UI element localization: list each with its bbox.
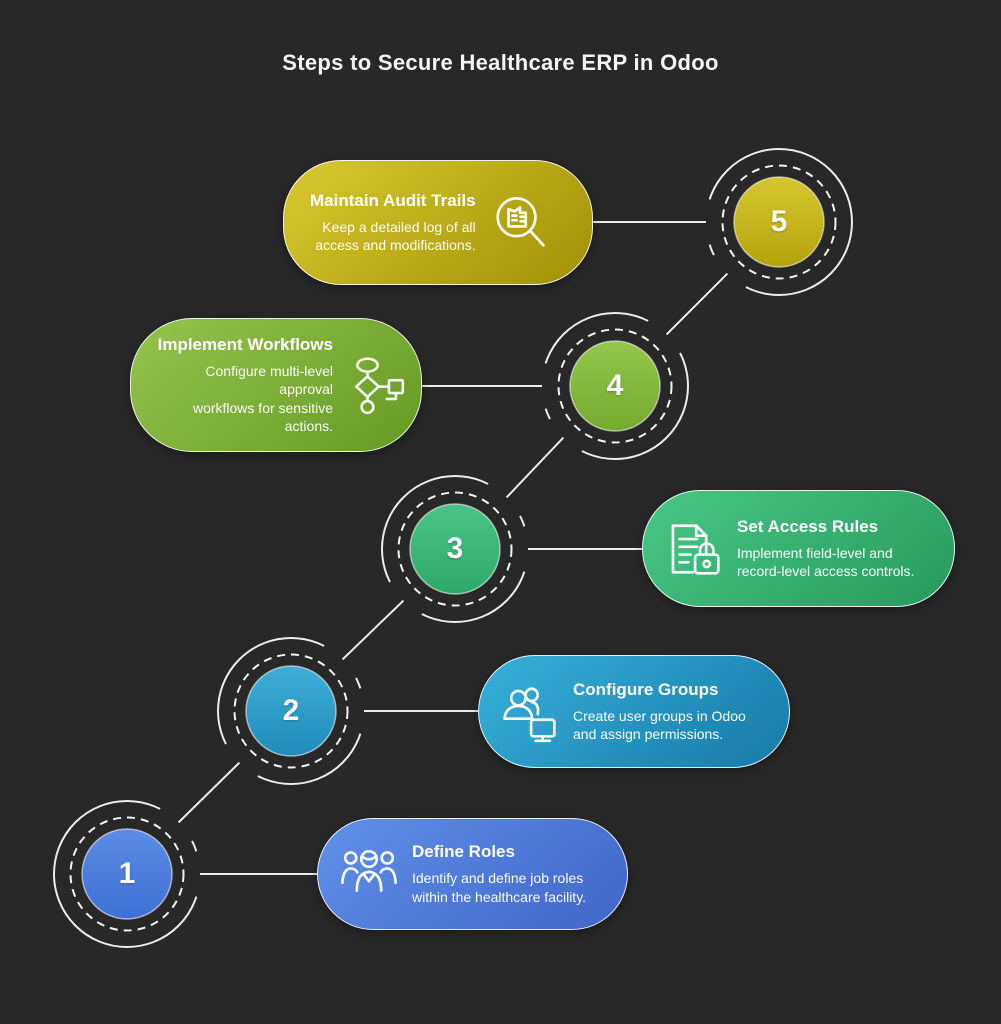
step-2-dashed-ring: [233, 653, 349, 769]
step-5-number: 5: [770, 205, 788, 238]
step-description: Identify and define job roles within the…: [412, 870, 587, 905]
step-3-number: 3: [446, 532, 464, 565]
step-card-configure-groups: Configure Groups Create user groups in O…: [478, 655, 790, 768]
team-icon: [338, 843, 400, 905]
page-title: Steps to Secure Healthcare ERP in Odoo: [282, 50, 719, 75]
step-card-maintain-audit-trails: Maintain Audit Trails Keep a detailed lo…: [283, 160, 593, 285]
step-description: Configure multi-level approval workflows…: [192, 362, 333, 434]
step-4-number: 4: [606, 369, 624, 402]
step-1-circle: [81, 828, 173, 920]
step-card-implement-workflows: Implement Workflows Configure multi-leve…: [130, 318, 422, 452]
ring-gaps: [157, 198, 749, 898]
step-1-dashed-ring: [69, 816, 185, 932]
connector-lines: [177, 221, 729, 875]
step-2-number: 2: [282, 694, 300, 727]
flowchart-icon: [345, 355, 405, 415]
step-5-circle: [733, 176, 825, 268]
step-card-define-roles: Define Roles Identify and define job rol…: [317, 818, 628, 930]
step-title: Maintain Audit Trails: [310, 190, 476, 210]
step-2-circle: [245, 665, 337, 757]
step-description: Create user groups in Odoo and assign pe…: [573, 707, 746, 742]
step-5-dashed-ring: [721, 164, 837, 280]
user-group-monitor-icon: [499, 681, 561, 743]
step-3-dashed-ring: [397, 491, 513, 607]
step-1-number: 1: [118, 857, 136, 890]
document-lock-icon: [663, 518, 725, 580]
audit-search-icon: [488, 191, 552, 255]
step-3-circle: [409, 503, 501, 595]
step-title: Implement Workflows: [157, 334, 333, 354]
step-description: Keep a detailed log of all access and mo…: [315, 218, 476, 253]
step-title: Configure Groups: [573, 679, 719, 699]
step-4-circle: [569, 340, 661, 432]
step-description: Implement field-level and record-level a…: [737, 544, 915, 579]
step-title: Define Roles: [412, 842, 515, 862]
step-card-set-access-rules: Set Access Rules Implement field-level a…: [642, 490, 955, 607]
step-4-dashed-ring: [557, 328, 673, 444]
step-title: Set Access Rules: [737, 516, 879, 536]
